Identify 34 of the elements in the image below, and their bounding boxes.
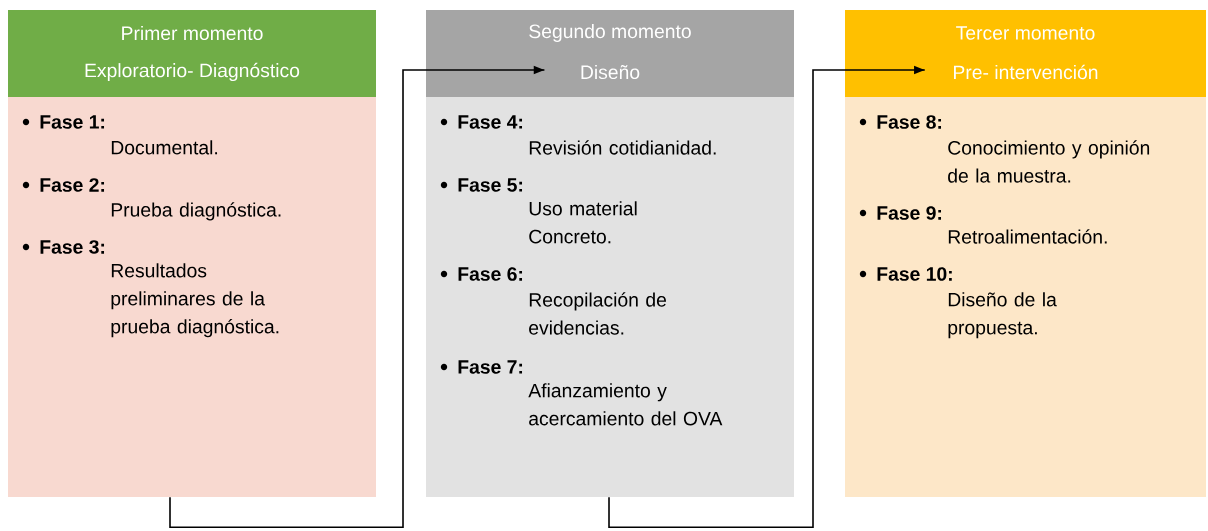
phase-description: Diseño de la propuesta. (948, 292, 1057, 339)
header-title: Exploratorio- Diagnóstico (85, 62, 300, 82)
phase-label: Fase 10: (877, 267, 952, 281)
phase-label: Fase 4: (458, 115, 522, 129)
header-title: Pre- intervención (954, 64, 1098, 80)
phase-description: Uso material Concreto. (529, 201, 637, 244)
header-title: Segundo momento (529, 24, 691, 42)
phase-description: Retroalimentación. (948, 229, 1107, 244)
panel-box (426, 97, 794, 497)
header-title: Tercer momento (956, 26, 1095, 40)
phase-description: Resultados preliminares de la prueba diagnóstica. (111, 263, 279, 338)
phase-label: Fase 7: (458, 360, 522, 374)
phase-description: Recopilación de evidencias. (529, 292, 666, 335)
panel-box (845, 97, 1206, 497)
phase-description: Prueba diagnóstica. (111, 202, 281, 221)
phase-label: Fase 3: (40, 240, 104, 254)
header-box (8, 10, 376, 97)
phase-description: Afianzamiento y acercamiento del OVA (528, 383, 723, 426)
phase-description: Documental. (111, 140, 218, 155)
header-title: Diseño (581, 64, 640, 80)
phase-label: Fase 5: (458, 178, 522, 192)
header-title: Primer momento (122, 25, 263, 41)
phase-label: Fase 6: (458, 267, 522, 281)
connector-arrow (169, 65, 546, 529)
phase-label: Fase 1: (40, 115, 104, 129)
connector-arrow (608, 65, 926, 529)
phase-label: Fase 8: (877, 115, 941, 129)
phase-label: Fase 2: (40, 178, 104, 192)
header-box (426, 10, 794, 97)
phase-description: Conocimiento y opinión de la muestra. (948, 140, 1150, 183)
header-box (845, 10, 1206, 97)
phase-description: Revisión cotidianidad. (529, 140, 716, 155)
panel-box (8, 97, 376, 497)
phase-label: Fase 9: (877, 206, 941, 220)
